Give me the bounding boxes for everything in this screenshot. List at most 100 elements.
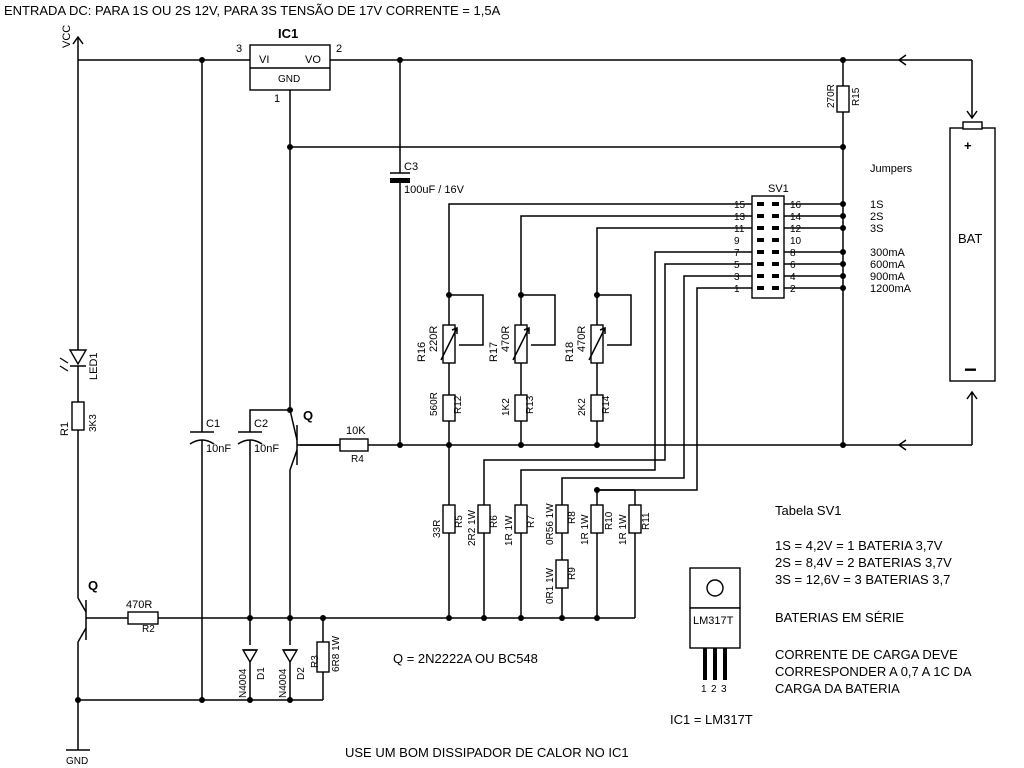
r3-label: R3 [310, 655, 321, 668]
resistor-r10 [590, 504, 604, 534]
sv1-pin-pad [772, 250, 779, 254]
sv1-pin-pad [757, 226, 764, 230]
sv1-label: SV1 [768, 183, 789, 195]
r10-value: 1R 1W [580, 514, 591, 545]
ic1-label: IC1 [278, 26, 298, 41]
pot-arrow [588, 327, 606, 361]
c1-value: 10nF [206, 443, 231, 455]
r16-label: R16 [416, 342, 428, 362]
sv1-pin-right: 2 [790, 284, 796, 295]
sv1-pin-left: 15 [734, 200, 746, 211]
c1-label: C1 [206, 418, 220, 430]
sv1-pin-left: 5 [734, 260, 740, 271]
r4-value: 10K [346, 425, 366, 437]
sv1-pin-pad [757, 214, 764, 218]
sv1-pin-left: 1 [734, 284, 740, 295]
footer-note: USE UM BOM DISSIPADOR DE CALOR NO IC1 [345, 745, 629, 760]
battery-minus: − [964, 357, 977, 382]
sv1-pin-right: 14 [790, 212, 802, 223]
r14-value: 2K2 [577, 398, 588, 416]
resistor-r4: R4 10K [339, 425, 369, 465]
vcc-label: VCC [61, 25, 73, 48]
resistor-r11 [628, 504, 642, 534]
d1-part: N4004 [238, 668, 249, 698]
r17-label: R17 [488, 342, 500, 362]
ic1-regulator: IC1 VI VO GND 3 2 1 [236, 26, 342, 105]
c3-label: C3 [404, 161, 418, 173]
wire-sv1-3s [596, 227, 752, 295]
r15-value: 270R [826, 84, 837, 108]
pot-wiper-wire [597, 294, 632, 346]
sv1-pin-pad [757, 286, 764, 290]
sv1-jumper-label: 300mA [870, 247, 906, 259]
r4-label: R4 [351, 454, 364, 465]
transistor-q-top: Q [289, 408, 340, 471]
sv1-wires [448, 201, 846, 505]
ic1-vo: VO [305, 54, 321, 66]
junction [840, 249, 846, 255]
diode-d1: N4004 D1 [238, 649, 267, 698]
c3-value: 100uF / 16V [404, 184, 465, 196]
table-note-line-3: CARGA DA BATERIA [775, 681, 900, 696]
sv1-pin-pad [757, 238, 764, 242]
sv1-pin-pad [772, 238, 779, 242]
r13-value: 1K2 [501, 398, 512, 416]
r8-value: 0R56 1W [545, 503, 556, 545]
pot-arrow [512, 327, 530, 361]
sv1-pin-right: 16 [790, 200, 802, 211]
pot-wiper-wire [449, 294, 484, 346]
gnd-symbol: GND [66, 749, 90, 767]
r13-label: R13 [525, 395, 536, 414]
gnd-label: GND [66, 756, 88, 767]
r8-label: R8 [567, 511, 578, 524]
junction [840, 442, 846, 448]
sv1-pin-right: 8 [790, 248, 796, 259]
sv1-pin-pad [772, 214, 779, 218]
diode-d2: N4004 D2 [278, 649, 307, 698]
lm317t-package: LM317T 1 2 3 IC1 = LM317T [670, 567, 753, 727]
sv1-pin-right: 6 [790, 260, 796, 271]
junction [287, 615, 293, 621]
r5-value: 33R [432, 520, 443, 538]
pot-arrow-head [523, 326, 530, 334]
r1-label: R1 [59, 422, 71, 436]
vcc-arrow [72, 35, 84, 60]
battery: + BAT − [949, 121, 996, 382]
r10-label: R10 [604, 511, 615, 530]
table-note-line-1: CORRENTE DE CARGA DEVE [775, 647, 958, 662]
q-top-label: Q [303, 408, 313, 423]
table-title: Tabela SV1 [775, 503, 842, 518]
led1: LED1 [59, 349, 100, 402]
pot-wiper-wire [521, 294, 556, 346]
battery-plus: + [964, 138, 972, 153]
junction [397, 442, 403, 448]
d2-part: N4004 [278, 668, 289, 698]
wire-sv1-1s [448, 203, 752, 295]
r16-value: 220R [428, 326, 440, 352]
r15-label: R15 [851, 87, 862, 106]
r18-label: R18 [564, 342, 576, 362]
sv1-pin-left: 11 [734, 224, 745, 235]
pot-arrow-head [451, 326, 458, 334]
r3-value: 6R8 1W [331, 635, 342, 672]
junction [594, 487, 600, 493]
r5-label: R5 [454, 515, 465, 528]
q-bottom-label: Q [88, 578, 98, 593]
pot-arrow-head [599, 326, 606, 334]
r1-value: 3K3 [88, 414, 99, 432]
junction [840, 213, 846, 219]
junction [199, 697, 205, 703]
sv1-pin-left: 7 [734, 248, 740, 259]
sv1-pin-pad [757, 202, 764, 206]
package-pin-3: 3 [721, 684, 727, 695]
sv1-pin-left: 13 [734, 212, 746, 223]
wire-sv1-1200ma [596, 287, 752, 505]
junction [840, 261, 846, 267]
ic1-vi: VI [259, 54, 269, 66]
junction [840, 144, 846, 150]
r18-value: 470R [576, 326, 588, 352]
sv1-pin-pad [772, 274, 779, 278]
sv1-pin-pad [757, 262, 764, 266]
table-note-line-2: CORRESPONDER A 0,7 A 1C DA [775, 664, 972, 679]
sv1-jumper-label: 1200mA [870, 283, 912, 295]
